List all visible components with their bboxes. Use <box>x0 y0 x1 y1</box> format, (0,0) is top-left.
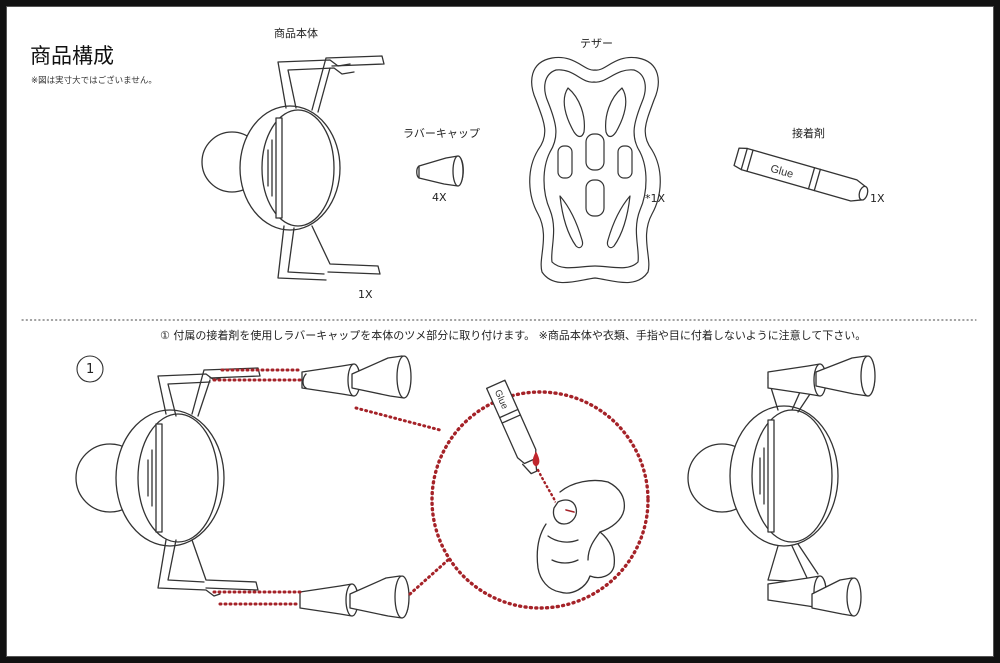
main-body-illustration <box>201 55 385 281</box>
rubber-cap-illustration <box>416 155 464 187</box>
glue-application-illustration: Glue <box>485 379 626 594</box>
main-body-after-illustration <box>687 355 876 617</box>
scale-note: ※図は実寸大ではございません。 <box>31 76 157 86</box>
tether-illustration <box>529 56 661 284</box>
adhesive-qty: 1X <box>870 192 885 205</box>
rubber-cap-qty: 4X <box>432 191 447 204</box>
tether-qty: *1X <box>645 192 666 205</box>
detail-zoom-circle <box>430 390 650 610</box>
glue-drop-icon <box>532 451 540 467</box>
adhesive-tube-illustration: Glue <box>733 147 869 202</box>
step-number: 1 <box>86 362 95 377</box>
adhesive-label: 接着剤 <box>792 127 825 140</box>
step-circle <box>76 355 104 383</box>
rubber-caps-upper-illustration <box>301 355 412 399</box>
rubber-cap-label: ラバーキャップ <box>403 127 480 140</box>
main-body-before-illustration <box>75 367 261 597</box>
rubber-caps-lower-illustration <box>299 575 410 619</box>
instruction-text: ① 付属の接着剤を使用しラバーキャップを本体のツメ部分に取り付けます。 ※商品本… <box>160 329 867 342</box>
main-body-qty: 1X <box>358 288 373 301</box>
attach-guide-lines <box>212 368 450 606</box>
main-body-label: 商品本体 <box>274 27 318 40</box>
section-title: 商品構成 <box>30 44 114 68</box>
tether-label: テザー <box>580 37 613 50</box>
